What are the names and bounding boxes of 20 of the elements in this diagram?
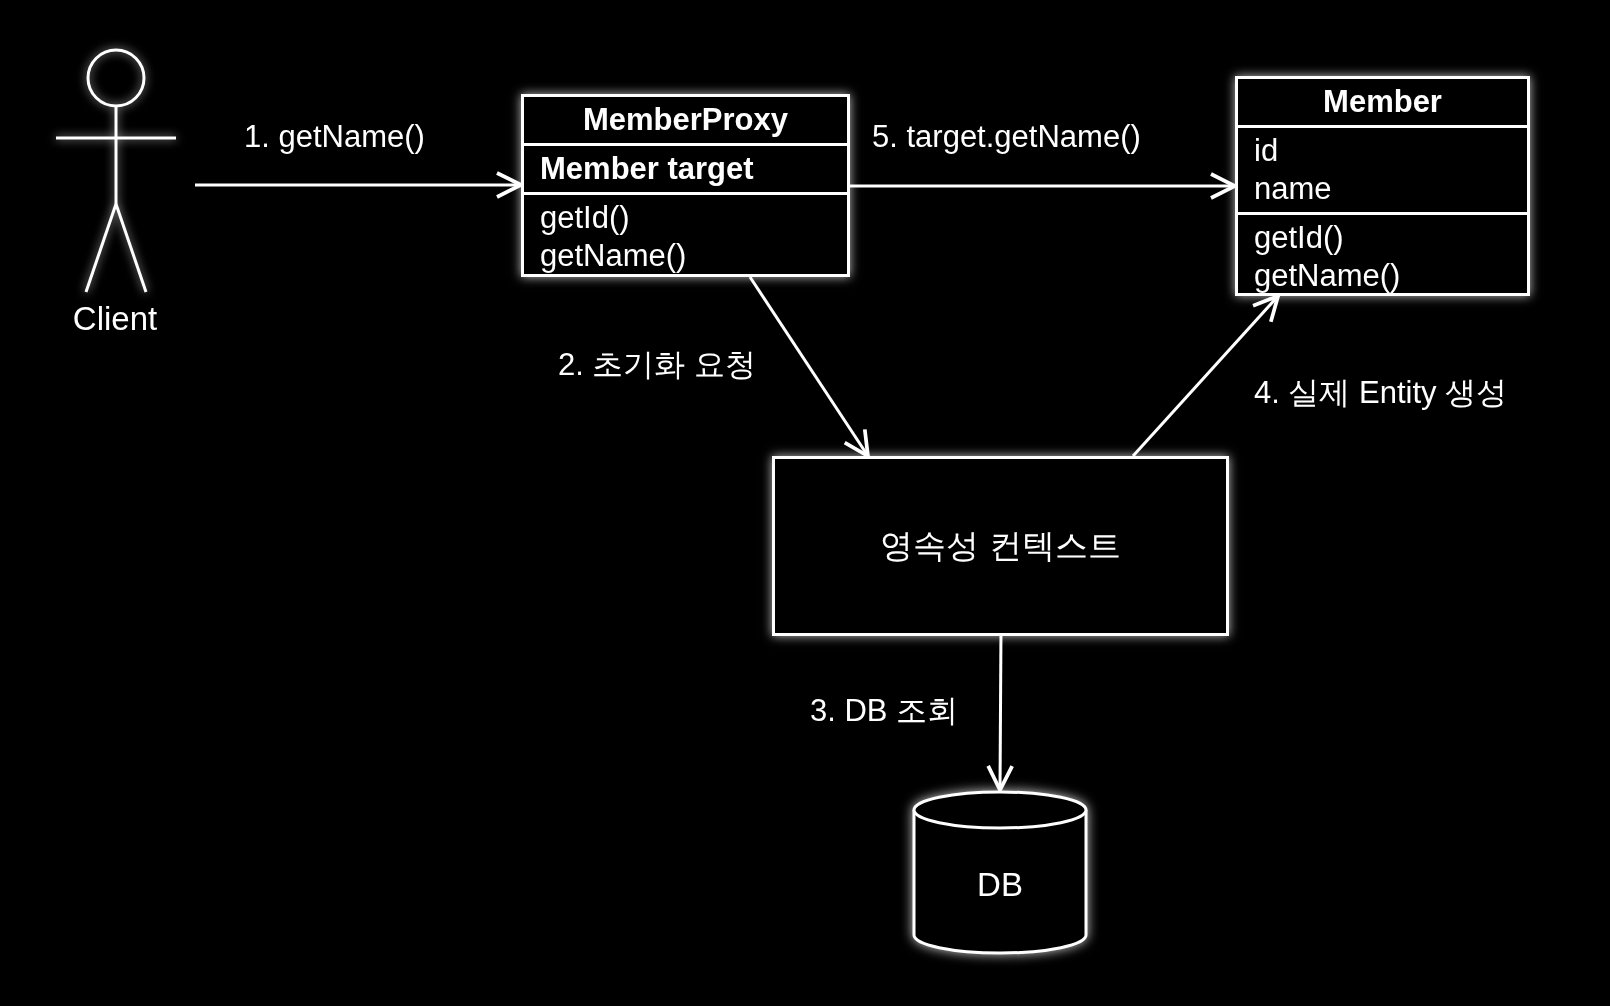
actor-label: Client xyxy=(72,302,158,335)
arrow xyxy=(195,171,523,199)
arrow xyxy=(986,636,1014,792)
field-text: id xyxy=(1254,132,1280,170)
arrow xyxy=(1131,294,1280,457)
class-name: MemberProxy xyxy=(583,101,788,139)
field-text: Member target xyxy=(540,150,755,188)
process-box xyxy=(772,456,1229,636)
method-text: getId() xyxy=(540,199,631,237)
field-text: name xyxy=(1254,170,1333,208)
method-text: getName() xyxy=(1254,257,1402,295)
method-text: getName() xyxy=(540,237,688,275)
arrow xyxy=(850,172,1237,200)
arrow xyxy=(748,276,870,458)
box-label: 영속성 컨텍스트 xyxy=(880,526,1121,567)
node-label: DB xyxy=(977,864,1023,905)
class-name: Member xyxy=(1323,83,1442,121)
method-text: getId() xyxy=(1254,219,1345,257)
class-box xyxy=(521,94,850,277)
class-box xyxy=(1235,76,1530,296)
